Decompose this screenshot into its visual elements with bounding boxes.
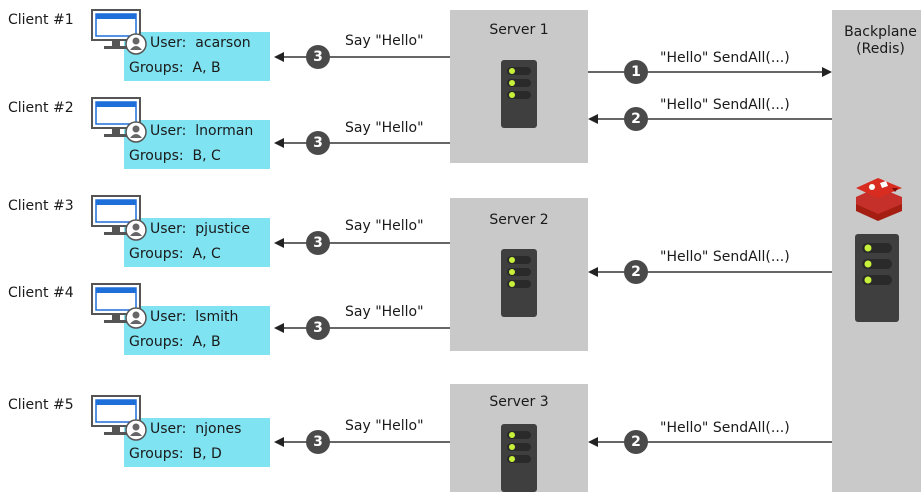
client-1-groups: A, B: [192, 60, 221, 76]
groups-label: Groups:: [129, 246, 184, 262]
arrow-to-client-2: [274, 138, 284, 148]
client-1-user-box: [124, 32, 270, 81]
client-2-user-line: User: lnorman: [150, 123, 253, 139]
step-1-badge: 1: [624, 60, 648, 84]
client-3-user-name: pjustice: [195, 221, 250, 237]
server-2-title: Server 2: [489, 212, 549, 228]
client-4-user-icon: [125, 307, 147, 329]
step-3-badge-client-2: 3: [306, 131, 330, 155]
say-hello-label-2: Say "Hello": [345, 120, 424, 136]
step-2-badge-server-3: 2: [624, 430, 648, 454]
client-4-user-box: [124, 306, 270, 355]
groups-label: Groups:: [129, 148, 184, 164]
server-3-title: Server 3: [489, 394, 549, 410]
arrow-to-server-2: [588, 267, 598, 277]
say-hello-label-5: Say "Hello": [345, 418, 424, 434]
client-5-label: Client #5: [8, 397, 74, 413]
arrow-to-server-3: [588, 437, 598, 447]
client-3-label: Client #3: [8, 198, 74, 214]
backplane-title-line-2: (Redis): [856, 41, 905, 57]
client-4-user-line: User: lsmith: [150, 309, 238, 325]
backplane-title-line-1: Backplane: [844, 24, 917, 40]
sendall-label-1: "Hello" SendAll(...): [660, 50, 790, 66]
server-1-title: Server 1: [489, 22, 549, 38]
client-3-user-line: User: pjustice: [150, 221, 250, 237]
step-3-badge-client-5: 3: [306, 430, 330, 454]
client-5-user-icon: [125, 419, 147, 441]
groups-label: Groups:: [129, 60, 184, 76]
step-3-badge-client-1: 3: [306, 45, 330, 69]
client-1-user-icon: [125, 33, 147, 55]
arrow-to-server-1: [588, 114, 598, 124]
groups-label: Groups:: [129, 446, 184, 462]
client-2-groups: B, C: [192, 148, 221, 164]
client-5-groups-line: Groups: B, D: [129, 446, 222, 462]
step-2-badge-server-1: 2: [624, 107, 648, 131]
step-3-badge-client-4: 3: [306, 316, 330, 340]
server-2-tower-icon: [501, 249, 537, 317]
redis-logo-icon: [856, 178, 902, 221]
arrow-to-client-1: [274, 52, 284, 62]
client-2-label: Client #2: [8, 100, 74, 116]
client-4-user-name: lsmith: [195, 309, 239, 325]
client-1-groups-line: Groups: A, B: [129, 60, 221, 76]
client-5-user-box: [124, 418, 270, 467]
client-2-user-name: lnorman: [195, 123, 254, 139]
sendall-label-3: "Hello" SendAll(...): [660, 249, 790, 265]
backplane-title: Backplane (Redis): [840, 24, 921, 58]
arrow-to-client-5: [274, 437, 284, 447]
client-4-groups: A, B: [192, 334, 221, 350]
user-label: User:: [150, 421, 187, 437]
client-4-label: Client #4: [8, 285, 74, 301]
client-3-groups-line: Groups: A, C: [129, 246, 221, 262]
say-hello-label-3: Say "Hello": [345, 218, 424, 234]
sendall-label-2: "Hello" SendAll(...): [660, 97, 790, 113]
server-3-tower-icon: [501, 424, 537, 492]
client-5-user-name: njones: [195, 421, 242, 437]
say-hello-label-1: Say "Hello": [345, 33, 424, 49]
client-3-user-icon: [125, 219, 147, 241]
arrow-to-client-3: [274, 238, 284, 248]
arrow-to-client-4: [274, 323, 284, 333]
client-1-user-line: User: acarson: [150, 35, 251, 51]
client-2-user-box: [124, 120, 270, 169]
say-hello-label-4: Say "Hello": [345, 304, 424, 320]
client-5-groups: B, D: [192, 446, 222, 462]
client-2-groups-line: Groups: B, C: [129, 148, 221, 164]
user-label: User:: [150, 35, 187, 51]
backplane-tower-icon: [855, 234, 899, 322]
user-label: User:: [150, 309, 187, 325]
user-label: User:: [150, 123, 187, 139]
client-1-label: Client #1: [8, 12, 74, 28]
client-3-user-box: [124, 218, 270, 267]
client-4-groups-line: Groups: A, B: [129, 334, 221, 350]
user-label: User:: [150, 221, 187, 237]
client-5-user-line: User: njones: [150, 421, 241, 437]
arrow-to-backplane: [822, 67, 832, 77]
step-2-badge-server-2: 2: [624, 260, 648, 284]
step-3-badge-client-3: 3: [306, 231, 330, 255]
groups-label: Groups:: [129, 334, 184, 350]
server-1-tower-icon: [501, 60, 537, 128]
sendall-label-4: "Hello" SendAll(...): [660, 420, 790, 436]
client-1-user-name: acarson: [195, 35, 251, 51]
client-2-user-icon: [125, 121, 147, 143]
client-3-groups: A, C: [192, 246, 221, 262]
